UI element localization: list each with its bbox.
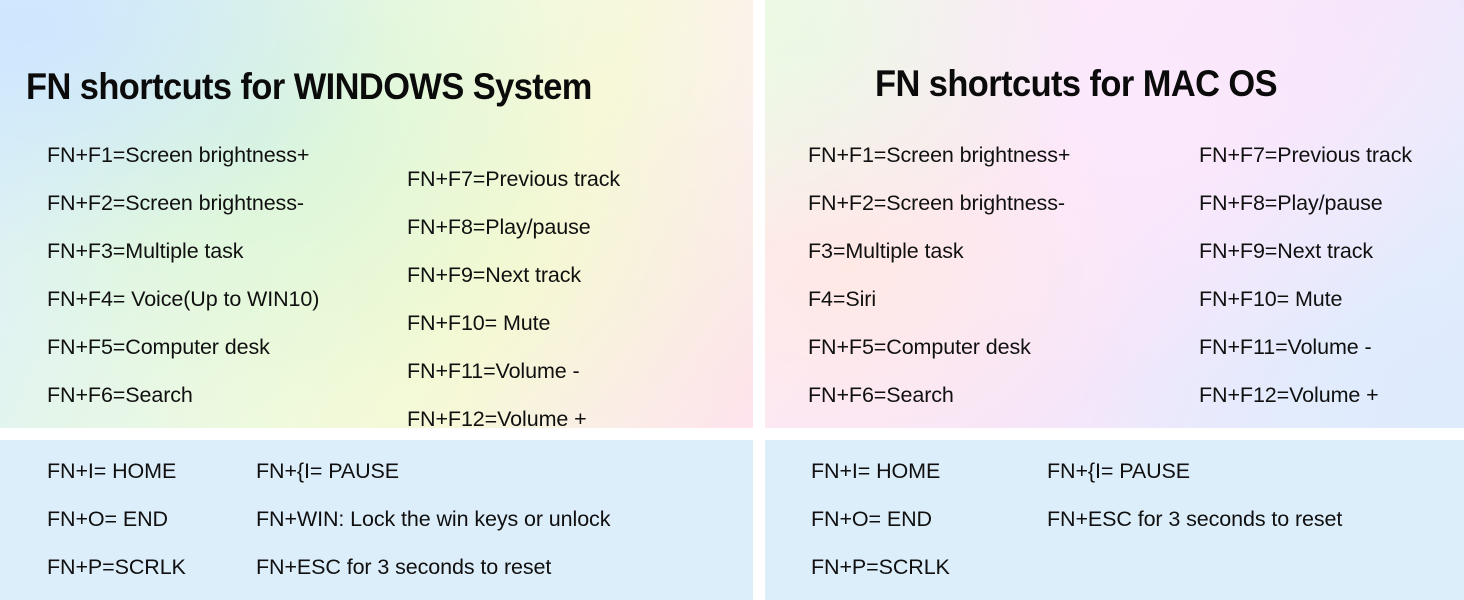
shortcut-item: FN+ESC for 3 seconds to reset: [1047, 507, 1343, 531]
mac-extra-column-right: FN+{I= PAUSE FN+ESC for 3 seconds to res…: [1047, 447, 1342, 543]
shortcut-item: FN+I= HOME: [811, 459, 941, 483]
windows-extra-column-left: FN+I= HOME FN+O= END FN+P=SCRLK: [47, 447, 186, 591]
shortcut-item: F3=Multiple task: [808, 239, 964, 263]
shortcut-item: FN+P=SCRLK: [47, 555, 186, 579]
shortcut-item: FN+F2=Screen brightness-: [47, 191, 304, 215]
shortcut-item: FN+F2=Screen brightness-: [808, 191, 1065, 215]
shortcut-item: FN+F9=Next track: [407, 263, 582, 287]
mac-shortcuts-panel: FN shortcuts for MAC OS: [765, 0, 1464, 428]
shortcut-item: FN+F11=Volume -: [407, 359, 580, 383]
shortcut-item: FN+F8=Play/pause: [1199, 191, 1383, 215]
shortcut-item: FN+O= END: [47, 507, 168, 531]
windows-shortcuts-panel: FN shortcuts for WINDOWS System FN+F1=Sc…: [0, 0, 753, 428]
mac-extra-column-left: FN+I= HOME FN+O= END FN+P=SCRLK: [811, 447, 950, 591]
shortcut-item: FN+F6=Search: [808, 383, 954, 407]
shortcut-item: FN+F10= Mute: [407, 311, 551, 335]
mac-extra-shortcuts-panel: [765, 440, 1464, 600]
shortcut-item: FN+F10= Mute: [1199, 287, 1343, 311]
shortcut-item: FN+F6=Search: [47, 383, 193, 407]
shortcut-item: FN+F3=Multiple task: [47, 239, 244, 263]
shortcut-item: FN+F5=Computer desk: [47, 335, 270, 359]
shortcut-item: FN+F12=Volume +: [407, 407, 587, 428]
windows-extra-shortcuts-panel: [0, 440, 753, 600]
shortcut-item: FN+WIN: Lock the win keys or unlock: [256, 507, 611, 531]
shortcut-item: FN+F1=Screen brightness+: [47, 143, 310, 167]
shortcut-item: FN+ESC for 3 seconds to reset: [256, 555, 552, 579]
shortcut-item: FN+P=SCRLK: [811, 555, 950, 579]
shortcut-item: FN+F12=Volume +: [1199, 383, 1379, 407]
mac-shortcut-column-right: FN+F7=Previous track FN+F8=Play/pause FN…: [1199, 131, 1412, 419]
shortcut-item: FN+F1=Screen brightness+: [808, 143, 1071, 167]
shortcut-item: FN+I= HOME: [47, 459, 177, 483]
shortcut-item: FN+F9=Next track: [1199, 239, 1374, 263]
windows-panel-title: FN shortcuts for WINDOWS System: [26, 66, 592, 107]
shortcut-item: FN+F8=Play/pause: [407, 215, 591, 239]
shortcut-item: FN+O= END: [811, 507, 932, 531]
shortcut-item: FN+F7=Previous track: [1199, 143, 1413, 167]
mac-panel-title: FN shortcuts for MAC OS: [875, 63, 1278, 104]
shortcut-item: FN+F7=Previous track: [407, 167, 621, 191]
shortcut-item: F4=Siri: [808, 287, 876, 311]
shortcut-item: FN+{I= PAUSE: [1047, 459, 1190, 483]
shortcut-item: FN+F4= Voice(Up to WIN10): [47, 287, 320, 311]
mac-shortcut-column-left: FN+F1=Screen brightness+ FN+F2=Screen br…: [808, 131, 1070, 419]
shortcut-item: FN+{I= PAUSE: [256, 459, 399, 483]
shortcut-item: FN+F5=Computer desk: [808, 335, 1031, 359]
windows-shortcut-column-right: FN+F7=Previous track FN+F8=Play/pause FN…: [407, 155, 620, 428]
shortcut-item: FN+F11=Volume -: [1199, 335, 1372, 359]
windows-extra-column-right: FN+{I= PAUSE FN+WIN: Lock the win keys o…: [256, 447, 610, 591]
windows-shortcut-column-left: FN+F1=Screen brightness+ FN+F2=Screen br…: [47, 131, 319, 419]
